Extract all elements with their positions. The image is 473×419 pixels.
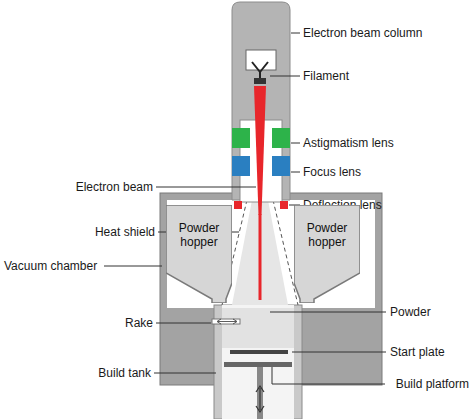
build-platform xyxy=(224,362,292,367)
deflection-lens xyxy=(280,201,288,209)
part-label: Astigmatism lens xyxy=(303,136,394,150)
filament xyxy=(252,62,268,80)
hopper-label: Powder hopper xyxy=(294,205,360,249)
part-label: Start plate xyxy=(390,345,445,359)
deflection-lens xyxy=(234,201,242,209)
powder-hopper: Powder hopper xyxy=(294,205,360,303)
column-label: Electron beam column xyxy=(303,26,422,40)
part-label: Powder xyxy=(390,305,431,319)
filament-holder xyxy=(246,50,276,70)
powder-bed xyxy=(222,308,294,348)
platform-shaft xyxy=(257,367,263,419)
part-label: Electron beam xyxy=(76,180,153,194)
part-label: Build tank xyxy=(98,366,151,380)
astigmatism-lens xyxy=(232,128,250,148)
beam-cone xyxy=(232,200,288,305)
part-label: Filament xyxy=(303,69,349,83)
focus-lens xyxy=(272,156,290,176)
electron-beam xyxy=(254,86,266,215)
hopper-shape xyxy=(294,205,360,303)
leader-lines xyxy=(104,33,386,384)
part-label: Focus lens xyxy=(303,165,361,179)
hopper-shape xyxy=(166,205,232,303)
powder-hopper: Powder hopper xyxy=(166,205,232,303)
start-plate xyxy=(230,350,288,354)
part-label: Rake xyxy=(125,316,153,330)
focus-lens xyxy=(232,156,250,176)
hopper-outline xyxy=(294,205,360,303)
filament-tip xyxy=(254,78,266,84)
hopper-outline xyxy=(166,205,232,303)
part-label: Heat shield xyxy=(95,225,155,239)
part-label: Vacuum chamber xyxy=(4,259,97,273)
hopper-label: Powder hopper xyxy=(166,205,232,249)
rake-arrow xyxy=(217,319,237,324)
astigmatism-lens xyxy=(272,128,290,148)
rake xyxy=(212,319,240,324)
chamber-interior xyxy=(167,200,375,308)
platform-motion-arrow xyxy=(256,386,264,412)
electron-beam xyxy=(259,214,262,300)
part-label: Build platform xyxy=(396,377,469,391)
